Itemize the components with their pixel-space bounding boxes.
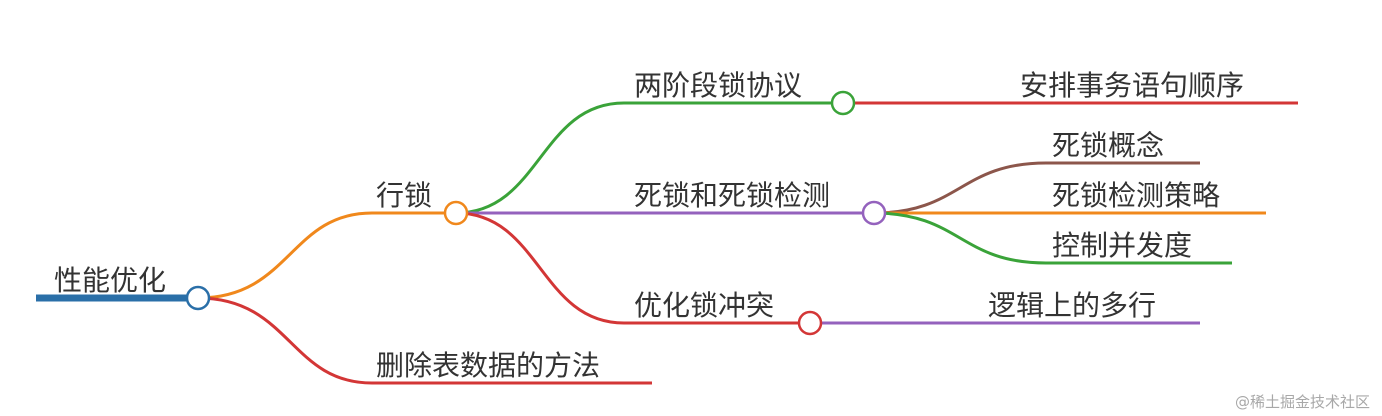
root-node-circle[interactable] bbox=[185, 285, 211, 311]
optimize-label: 优化锁冲突 bbox=[634, 289, 774, 322]
edge-root-delete bbox=[197, 296, 652, 385]
rowlock-node-circle[interactable] bbox=[443, 200, 469, 226]
edge-deadlock-concurrency bbox=[873, 211, 1232, 265]
optimize-leaf-label: 逻辑上的多行 bbox=[988, 289, 1156, 322]
twophase-leaf-label: 安排事务语句顺序 bbox=[1020, 69, 1244, 102]
rowlock-label: 行锁 bbox=[376, 179, 432, 212]
deadlock-concept-label: 死锁概念 bbox=[1052, 129, 1164, 162]
concurrency-label: 控制并发度 bbox=[1052, 229, 1192, 262]
twophase-node-circle[interactable] bbox=[830, 90, 856, 116]
edge-root-rowlock bbox=[197, 211, 456, 300]
edge-rowlock-twophase bbox=[455, 101, 843, 215]
edge-rowlock-optimize bbox=[455, 211, 810, 325]
twophase-label: 两阶段锁协议 bbox=[634, 69, 802, 102]
delete-data-label: 删除表数据的方法 bbox=[376, 349, 600, 382]
root-label: 性能优化 bbox=[54, 264, 166, 297]
deadlock-node-circle[interactable] bbox=[861, 200, 887, 226]
deadlock-label: 死锁和死锁检测 bbox=[634, 179, 830, 212]
watermark: @稀土掘金技术社区 bbox=[1234, 393, 1370, 411]
edge-deadlock-concept bbox=[873, 161, 1200, 215]
deadlock-strategy-label: 死锁检测策略 bbox=[1052, 179, 1220, 212]
optimize-node-circle[interactable] bbox=[797, 310, 823, 336]
